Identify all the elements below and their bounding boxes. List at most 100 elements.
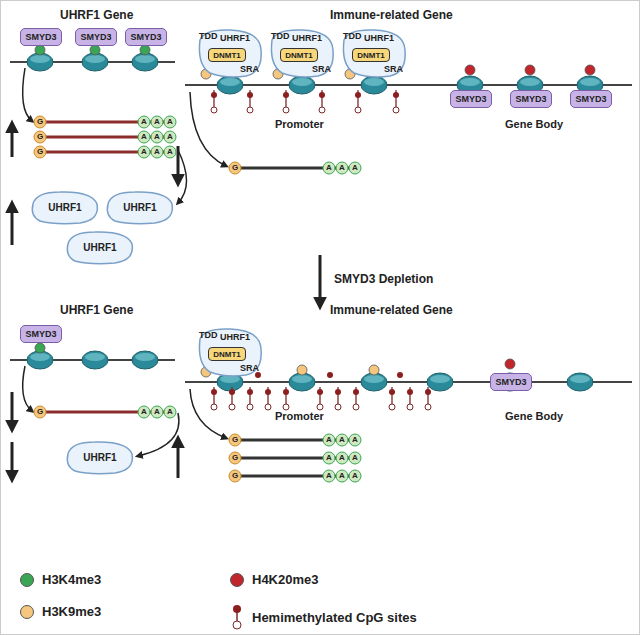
cpg-unmethylated bbox=[319, 107, 325, 113]
mrna-letter: A bbox=[349, 470, 361, 482]
mrna-letter: A bbox=[151, 146, 163, 158]
cpg-unmethylated bbox=[407, 404, 413, 410]
mrna-end bbox=[349, 162, 361, 174]
uhrf1-complex: TDDUHRF1SRADNMT1 bbox=[196, 327, 264, 377]
h4k20me3-mark bbox=[505, 359, 515, 369]
cpg-unmethylated bbox=[353, 404, 359, 410]
cpg-methylated bbox=[247, 92, 253, 98]
section-label: Immune-related Gene bbox=[330, 303, 453, 317]
nucleosome-top bbox=[220, 78, 240, 86]
h3k4me3-mark bbox=[35, 343, 45, 353]
cpg-methylated bbox=[327, 372, 333, 378]
node-label: SRA bbox=[384, 64, 403, 74]
mrna-end bbox=[323, 162, 335, 174]
mrna-letter: A bbox=[349, 434, 361, 446]
cpg-methylated bbox=[211, 92, 217, 98]
node-label: DNMT1 bbox=[213, 51, 241, 60]
nucleosome-top bbox=[580, 78, 600, 86]
uhrf1-protein: UHRF1 bbox=[30, 190, 100, 224]
cpg-unmethylated bbox=[265, 404, 271, 410]
mrna-letter: G bbox=[34, 131, 46, 143]
node-label: DNMT1 bbox=[285, 51, 313, 60]
node-label: TDD bbox=[199, 330, 218, 340]
cpg-methylated bbox=[265, 389, 271, 395]
mrna-letter: A bbox=[336, 452, 348, 464]
cpg-unmethylated bbox=[247, 107, 253, 113]
cpg-unmethylated bbox=[335, 404, 341, 410]
node-label: UHRF1 bbox=[123, 202, 156, 213]
smyd3-protein: SMYD3 bbox=[450, 90, 492, 108]
mrna-letter: A bbox=[151, 406, 163, 418]
nucleosome bbox=[289, 76, 315, 94]
change-arrow bbox=[11, 205, 14, 245]
mrna-end bbox=[336, 162, 348, 174]
smyd3-protein: SMYD3 bbox=[20, 325, 62, 343]
nucleosome bbox=[132, 53, 158, 71]
mrna-letter: A bbox=[138, 406, 150, 418]
node-label: SMYD3 bbox=[80, 32, 111, 42]
nucleosome-top bbox=[292, 375, 312, 383]
mrna-end bbox=[151, 116, 163, 128]
mrna-end bbox=[349, 434, 361, 446]
nucleosome bbox=[132, 351, 158, 369]
legend-entry: H4K20me3 bbox=[230, 572, 319, 587]
nucleosome-top bbox=[430, 375, 450, 383]
legend-swatch bbox=[20, 605, 34, 619]
legend-symbol bbox=[230, 604, 244, 630]
node-label: UHRF1 bbox=[83, 452, 116, 463]
cpg-methylated bbox=[393, 92, 399, 98]
section-label: Gene Body bbox=[505, 410, 563, 422]
nucleosome-top bbox=[85, 55, 105, 63]
nucleosome-top bbox=[520, 78, 540, 86]
mrna-letter: A bbox=[138, 146, 150, 158]
cpg-unmethylated bbox=[211, 107, 217, 113]
legend-label: H4K20me3 bbox=[252, 572, 319, 587]
nucleosome bbox=[27, 53, 53, 71]
mrna-end bbox=[323, 470, 335, 482]
process-arrow bbox=[190, 92, 226, 166]
nucleosome bbox=[361, 76, 387, 94]
mrna-end bbox=[151, 131, 163, 143]
section-label: UHRF1 Gene bbox=[60, 303, 133, 317]
h4k20me3-mark bbox=[525, 65, 535, 75]
nucleosome-top bbox=[460, 78, 480, 86]
mrna-letter: G bbox=[34, 116, 46, 128]
nucleosome bbox=[567, 373, 593, 391]
cpg-methylated bbox=[211, 389, 217, 395]
node-label: UHRF1 bbox=[48, 202, 81, 213]
protein-shape bbox=[271, 30, 333, 77]
mrna-end bbox=[34, 131, 46, 143]
uhrf1-protein: UHRF1 bbox=[105, 190, 175, 224]
process-arrow bbox=[138, 413, 179, 456]
mrna-letter: A bbox=[323, 434, 335, 446]
node-label: UHRF1 bbox=[220, 332, 250, 342]
mrna-letter: A bbox=[336, 162, 348, 174]
change-arrow bbox=[177, 146, 180, 182]
mrna-end bbox=[336, 470, 348, 482]
cpg-unmethylated bbox=[393, 107, 399, 113]
nucleosome-top bbox=[364, 78, 384, 86]
mrna-letter: A bbox=[138, 131, 150, 143]
cpg-methylated bbox=[229, 389, 235, 395]
node-label: TDD bbox=[343, 31, 362, 41]
section-label: SMYD3 Depletion bbox=[334, 272, 433, 286]
cpg-methylated bbox=[353, 389, 359, 395]
node-label: UHRF1 bbox=[292, 33, 322, 43]
mrna-letter: A bbox=[336, 470, 348, 482]
h3k4me3-mark bbox=[35, 45, 45, 55]
legend-swatch bbox=[230, 573, 244, 587]
mrna-letter: A bbox=[151, 116, 163, 128]
mrna-end bbox=[164, 146, 176, 158]
mrna-end bbox=[151, 146, 163, 158]
nucleosome bbox=[82, 351, 108, 369]
protein-shape bbox=[199, 30, 261, 77]
cpg-methylated bbox=[317, 389, 323, 395]
cpg-methylated bbox=[319, 92, 325, 98]
cpg-unmethylated bbox=[229, 404, 235, 410]
legend-label: Hemimethylated CpG sites bbox=[252, 610, 417, 625]
section-label: UHRF1 Gene bbox=[60, 8, 133, 22]
mrna-end bbox=[164, 116, 176, 128]
mrna-letter: A bbox=[151, 131, 163, 143]
mrna-end bbox=[323, 452, 335, 464]
